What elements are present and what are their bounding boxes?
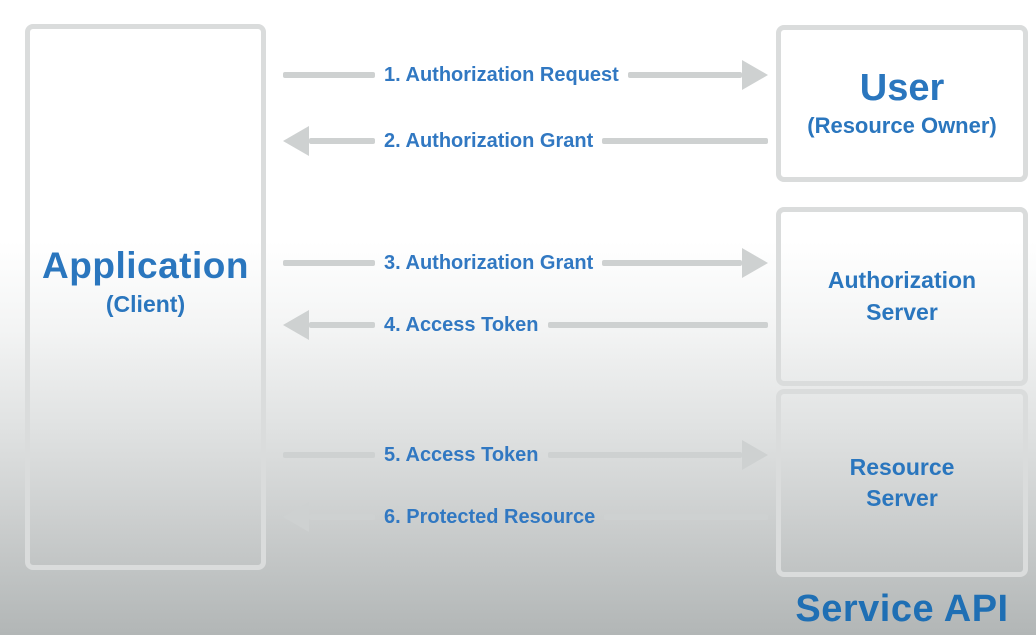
user-subtitle: (Resource Owner) (807, 113, 997, 139)
flow-label-5: 5. Access Token (384, 444, 539, 466)
user-resource-owner-box: User (Resource Owner) (776, 25, 1028, 182)
flow-label-2: 2. Authorization Grant (384, 130, 594, 152)
arrow-line (604, 514, 768, 520)
application-title: Application (42, 245, 249, 286)
flow-arrow-authorization-grant-to-app: 2. Authorization Grant (283, 126, 768, 156)
flow-label-6: 6. Protected Resource (384, 506, 596, 528)
arrowhead-right-icon (742, 440, 768, 470)
resource-server-title: Resource Server (849, 453, 955, 511)
resource-server-box: Resource Server (776, 389, 1028, 577)
flow-label-1: 1. Authorization Request (384, 64, 619, 86)
user-title: User (859, 67, 945, 110)
authorization-server-box: Authorization Server (776, 207, 1028, 386)
arrow-line (627, 72, 742, 78)
application-subtitle: (Client) (105, 290, 186, 317)
flow-label-4: 4. Access Token (384, 314, 539, 336)
arrowhead-left-icon (283, 310, 309, 340)
arrow-line (602, 260, 742, 266)
arrow-line (283, 260, 375, 266)
flow-arrow-authorization-request: 1. Authorization Request (283, 60, 768, 90)
arrow-line (309, 322, 375, 328)
arrowhead-left-icon (283, 126, 309, 156)
authorization-server-title: Authorization Server (827, 267, 977, 325)
arrow-line (547, 322, 768, 328)
service-api-label: Service API (795, 588, 1009, 630)
arrowhead-right-icon (742, 248, 768, 278)
flow-arrow-authorization-grant-to-server: 3. Authorization Grant (283, 248, 768, 278)
arrow-line (309, 138, 375, 144)
flow-arrow-access-token-to-resource: 5. Access Token (283, 440, 768, 470)
flow-arrow-access-token-to-app: 4. Access Token (283, 310, 768, 340)
arrow-line (283, 72, 375, 78)
arrow-line (547, 452, 742, 458)
arrow-line (602, 138, 768, 144)
flow-arrow-protected-resource: 6. Protected Resource (283, 502, 768, 532)
arrow-line (283, 452, 375, 458)
arrowhead-right-icon (742, 60, 768, 90)
arrowhead-left-icon (283, 502, 309, 532)
application-client-box: Application (Client) (25, 24, 266, 570)
flow-label-3: 3. Authorization Grant (384, 252, 594, 274)
arrow-line (309, 514, 375, 520)
